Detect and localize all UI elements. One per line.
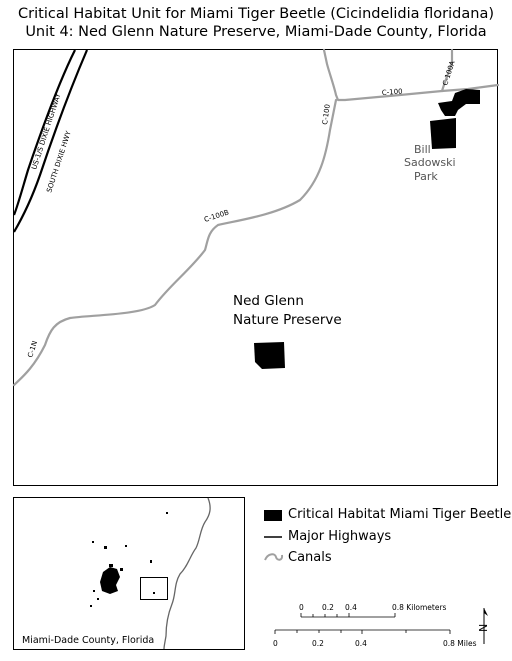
north-arrow-letter: N xyxy=(477,624,490,632)
habitat-ned-glenn xyxy=(254,342,285,369)
mile-tick-04: 0.4 xyxy=(355,639,367,648)
label-bill-line2: Sadowski xyxy=(404,156,456,169)
canal-c100 xyxy=(322,48,500,102)
canal-c100a xyxy=(440,48,454,93)
legend-habitat-label: Critical Habitat Miami Tiger Beetle xyxy=(288,507,512,522)
canal-c100b xyxy=(12,98,338,387)
scale-labels: 0 0.2 0.4 0.8 Kilometers 0 0.2 0.4 0.8 M… xyxy=(273,603,477,648)
km-tick-02: 0.2 xyxy=(322,603,334,612)
mile-tick-0: 0 xyxy=(273,639,278,648)
km-tick-04: 0.4 xyxy=(345,603,357,612)
highway-south-dixie xyxy=(13,49,89,233)
label-canal-c100-vertical: C-100 xyxy=(321,104,332,126)
habitat-bill-sadowski-south xyxy=(430,118,456,149)
inset-coastline xyxy=(163,497,211,650)
scale-bars xyxy=(274,613,451,634)
north-arrow-icon: N xyxy=(477,608,490,644)
km-tick-08: 0.8 Kilometers xyxy=(392,603,447,612)
habitat-bill-sadowski-north xyxy=(438,89,480,116)
map-title-line2: Unit 4: Ned Glenn Nature Preserve, Miami… xyxy=(25,24,487,40)
map-title-line1: Critical Habitat Unit for Miami Tiger Be… xyxy=(18,6,494,22)
highway-us1 xyxy=(12,49,76,216)
major-highways xyxy=(12,49,89,233)
km-tick-0: 0 xyxy=(299,603,304,612)
inset-habitat-speckles xyxy=(90,512,168,607)
legend-habitat-swatch xyxy=(264,510,282,521)
mile-tick-02: 0.2 xyxy=(312,639,324,648)
inset-map-frame xyxy=(13,497,245,650)
critical-habitat-polygons xyxy=(254,89,480,369)
legend-highways-label: Major Highways xyxy=(288,529,392,544)
main-map-frame xyxy=(13,49,498,486)
label-ned-glenn-line1: Ned Glenn xyxy=(233,293,304,309)
label-canal-c100: C-100 xyxy=(382,88,403,97)
label-ned-glenn-line2: Nature Preserve xyxy=(233,312,342,328)
legend-canal-swatch xyxy=(264,553,284,561)
inset-locator-box xyxy=(140,577,168,600)
canal-network xyxy=(12,48,500,387)
legend-canals-label: Canals xyxy=(288,550,332,565)
label-bill-line1: Bill xyxy=(414,143,431,156)
mile-tick-08: 0.8 Miles xyxy=(443,639,477,648)
inset-county-label: Miami-Dade County, Florida xyxy=(22,635,154,646)
label-bill-line3: Park xyxy=(414,170,438,183)
